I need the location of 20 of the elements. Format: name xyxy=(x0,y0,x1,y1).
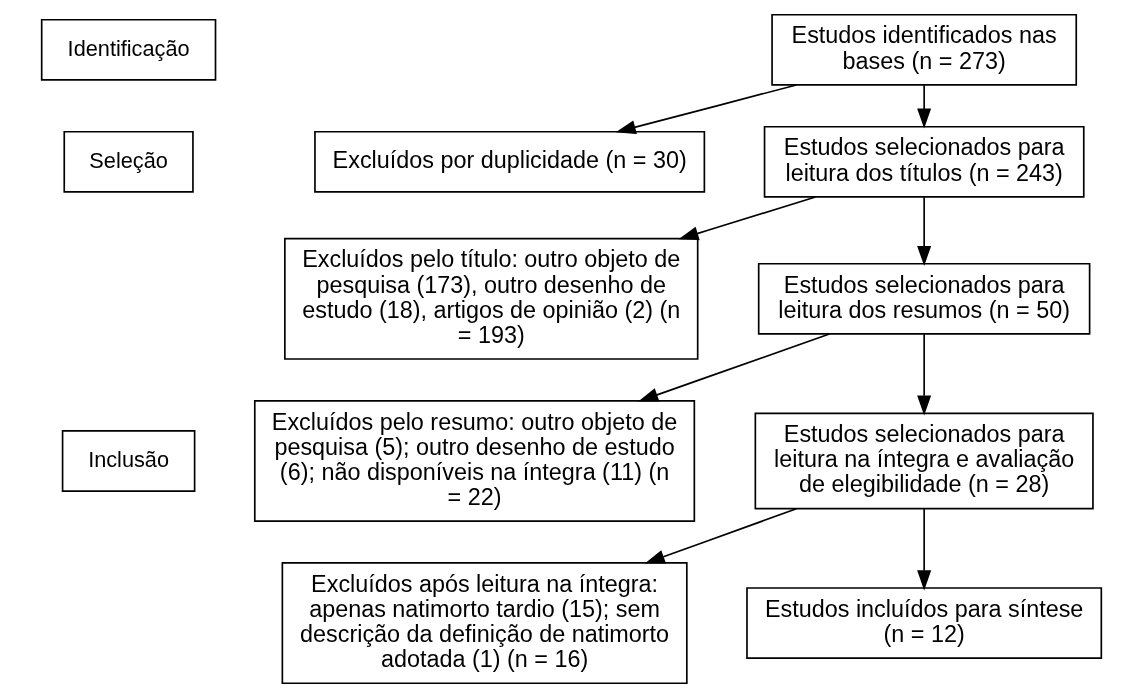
node-box: Estudos selecionados para leitura dos resumos (n = 50) xyxy=(757,262,1090,335)
node-box: Excluídos após leitura na íntegra: apenas natimorto tardio (15); sem descrição da definição de natimorto adotada (1) (n = 16) xyxy=(281,562,688,685)
arrow xyxy=(637,333,830,402)
node-box: Seleção xyxy=(62,130,194,193)
node-box: Estudos identificados nas bases (n = 273) xyxy=(770,13,1077,86)
node-box: Estudos selecionados para leitura na íntegra e avaliação de elegibilidade (n = 28) xyxy=(754,412,1094,510)
node-box: Inclusão xyxy=(61,430,195,492)
arrow xyxy=(678,196,816,241)
node-box: Identificação xyxy=(40,18,216,81)
arrow xyxy=(916,196,931,266)
arrow xyxy=(916,508,931,591)
arrow xyxy=(644,507,797,564)
arrow xyxy=(916,84,931,129)
node-box: Excluídos por duplicidade (n = 30) xyxy=(313,130,705,193)
node-box: Excluídos pelo título: outro objeto de pesquisa (173), outro desenho de estudo (18), artigos de opinião (2) (n = 193) xyxy=(283,237,699,360)
node-box: Excluídos pelo resumo: outro objeto de pesquisa (5); outro desenho de estudo (6); não disponíveis na íntegra (11) (n = 22) xyxy=(253,399,695,522)
arrow xyxy=(615,84,797,135)
node-box: Estudos incluídos para síntese (n = 12) xyxy=(745,587,1102,660)
arrow xyxy=(916,333,931,416)
node-box: Estudos selecionados para leitura dos títulos (n = 243) xyxy=(763,125,1085,198)
